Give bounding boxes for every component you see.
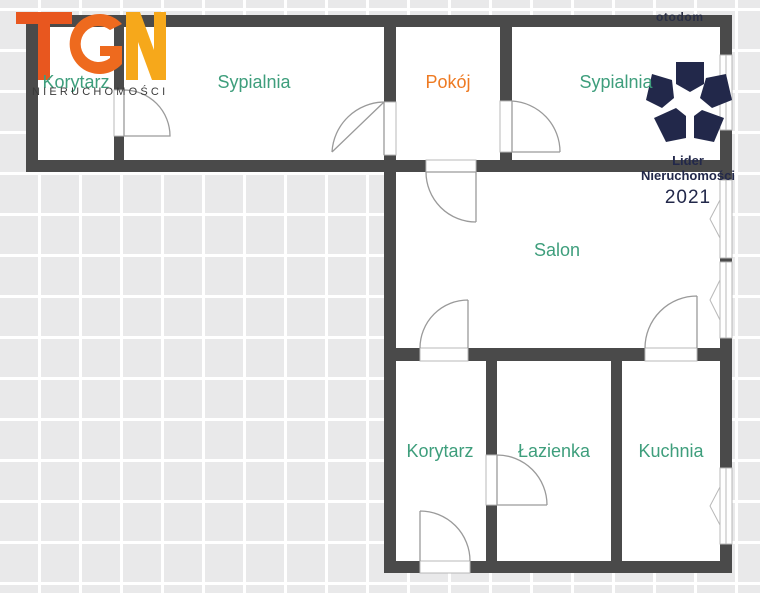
badge-line1: Lider (672, 153, 704, 168)
room-label-sypialnia-right: Sypialnia (579, 72, 653, 92)
badge-line2: Nieruchomości (641, 168, 735, 183)
room-label-sypialnia-left: Sypialnia (217, 72, 291, 92)
logo-subtitle: NIERUCHOMOŚCI (32, 86, 169, 98)
room-label-korytarz-bottom: Korytarz (406, 441, 473, 461)
room-label-salon: Salon (534, 240, 580, 260)
room-labels: Korytarz Sypialnia Pokój Sypialnia Salon… (42, 72, 704, 461)
tgn-logo-mark (16, 12, 166, 80)
otodom-watermark: otodom (656, 10, 704, 24)
room-label-korytarz-top: Korytarz (42, 72, 109, 92)
badge-year: 2021 (664, 187, 712, 208)
lider-star-icon (646, 62, 732, 142)
room-label-kuchnia: Kuchnia (638, 441, 704, 461)
room-floors (38, 27, 720, 561)
door-swings (123, 89, 698, 562)
room-label-lazienka: Łazienka (518, 441, 591, 461)
room-label-pokoj: Pokój (425, 72, 470, 92)
